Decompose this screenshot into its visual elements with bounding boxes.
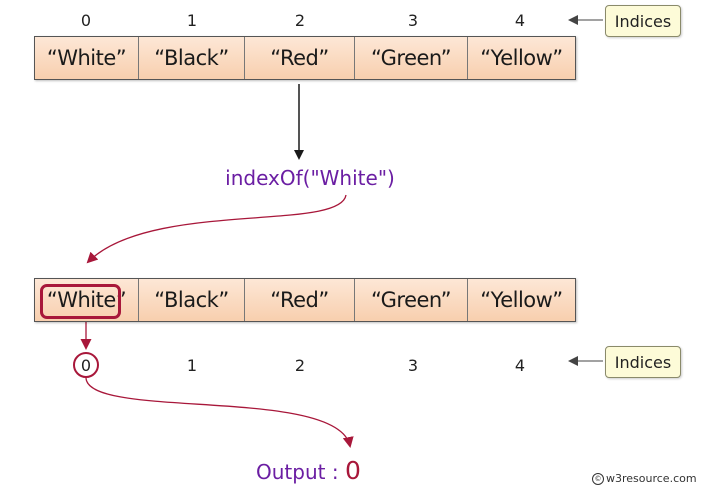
bottom-index-4: 4 [514, 356, 526, 375]
bottom-array-cell-0: “White” [35, 279, 139, 321]
bottom-indices-callout: Indices [605, 346, 681, 378]
top-array-cell-3: “Green” [355, 37, 468, 79]
bottom-index-1: 1 [186, 356, 198, 375]
bottom-array: “White” “Black” “Red” “Green” “Yellow” [34, 278, 576, 322]
top-index-1: 1 [186, 11, 198, 30]
output-label: Output : [256, 460, 345, 484]
site-credit: ©w3resource.com [592, 472, 697, 485]
top-index-2: 2 [294, 11, 306, 30]
method-to-element-arrow [86, 194, 347, 264]
bottom-array-cell-3: “Green” [355, 279, 468, 321]
top-index-3: 3 [407, 11, 419, 30]
found-element-highlight [40, 284, 121, 319]
top-array-cell-4: “Yellow” [468, 37, 575, 79]
bottom-index-2: 2 [294, 356, 306, 375]
bottom-array-cell-2: “Red” [245, 279, 355, 321]
bottom-index-0-circled: 0 [73, 352, 99, 378]
copyright-icon: © [592, 473, 604, 485]
top-array: “White” “Black” “Red” “Green” “Yellow” [34, 36, 576, 80]
bottom-array-cell-4: “Yellow” [468, 279, 575, 321]
method-call-label: indexOf("White") [225, 166, 395, 190]
output-line: Output : 0 [256, 456, 361, 485]
site-credit-text: w3resource.com [606, 472, 697, 485]
top-array-cell-1: “Black” [139, 37, 245, 79]
bottom-index-3: 3 [407, 356, 419, 375]
output-value: 0 [344, 456, 361, 485]
top-array-cell-2: “Red” [245, 37, 355, 79]
top-indices-callout: Indices [605, 5, 681, 37]
top-index-4: 4 [514, 11, 526, 30]
bottom-array-cell-1: “Black” [139, 279, 245, 321]
top-array-cell-0: “White” [35, 37, 139, 79]
top-index-0: 0 [80, 11, 92, 30]
index-to-output-arrow [85, 377, 354, 448]
